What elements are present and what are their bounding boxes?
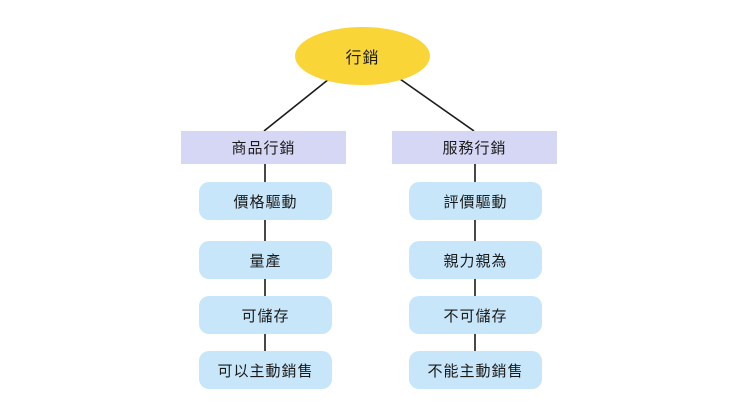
goods-item-mass-production: 量產: [199, 241, 332, 279]
services-item-not-storable: 不可儲存: [409, 296, 542, 334]
services-item-reputation-driven: 評價驅動: [409, 182, 542, 220]
services-item-no-proactive-selling: 不能主動銷售: [409, 351, 542, 389]
goods-item-storable: 可儲存: [199, 296, 332, 334]
branch-node-goods-marketing: 商品行銷: [181, 131, 346, 164]
root-node-marketing: 行銷: [295, 27, 430, 85]
goods-item-proactive-selling: 可以主動銷售: [199, 351, 332, 389]
connector-root-to-goods: [263, 78, 330, 132]
connector-root-to-services: [399, 78, 475, 132]
services-item-hands-on: 親力親為: [409, 241, 542, 279]
goods-item-price-driven: 價格驅動: [199, 182, 332, 220]
branch-node-services-marketing: 服務行銷: [392, 131, 557, 164]
